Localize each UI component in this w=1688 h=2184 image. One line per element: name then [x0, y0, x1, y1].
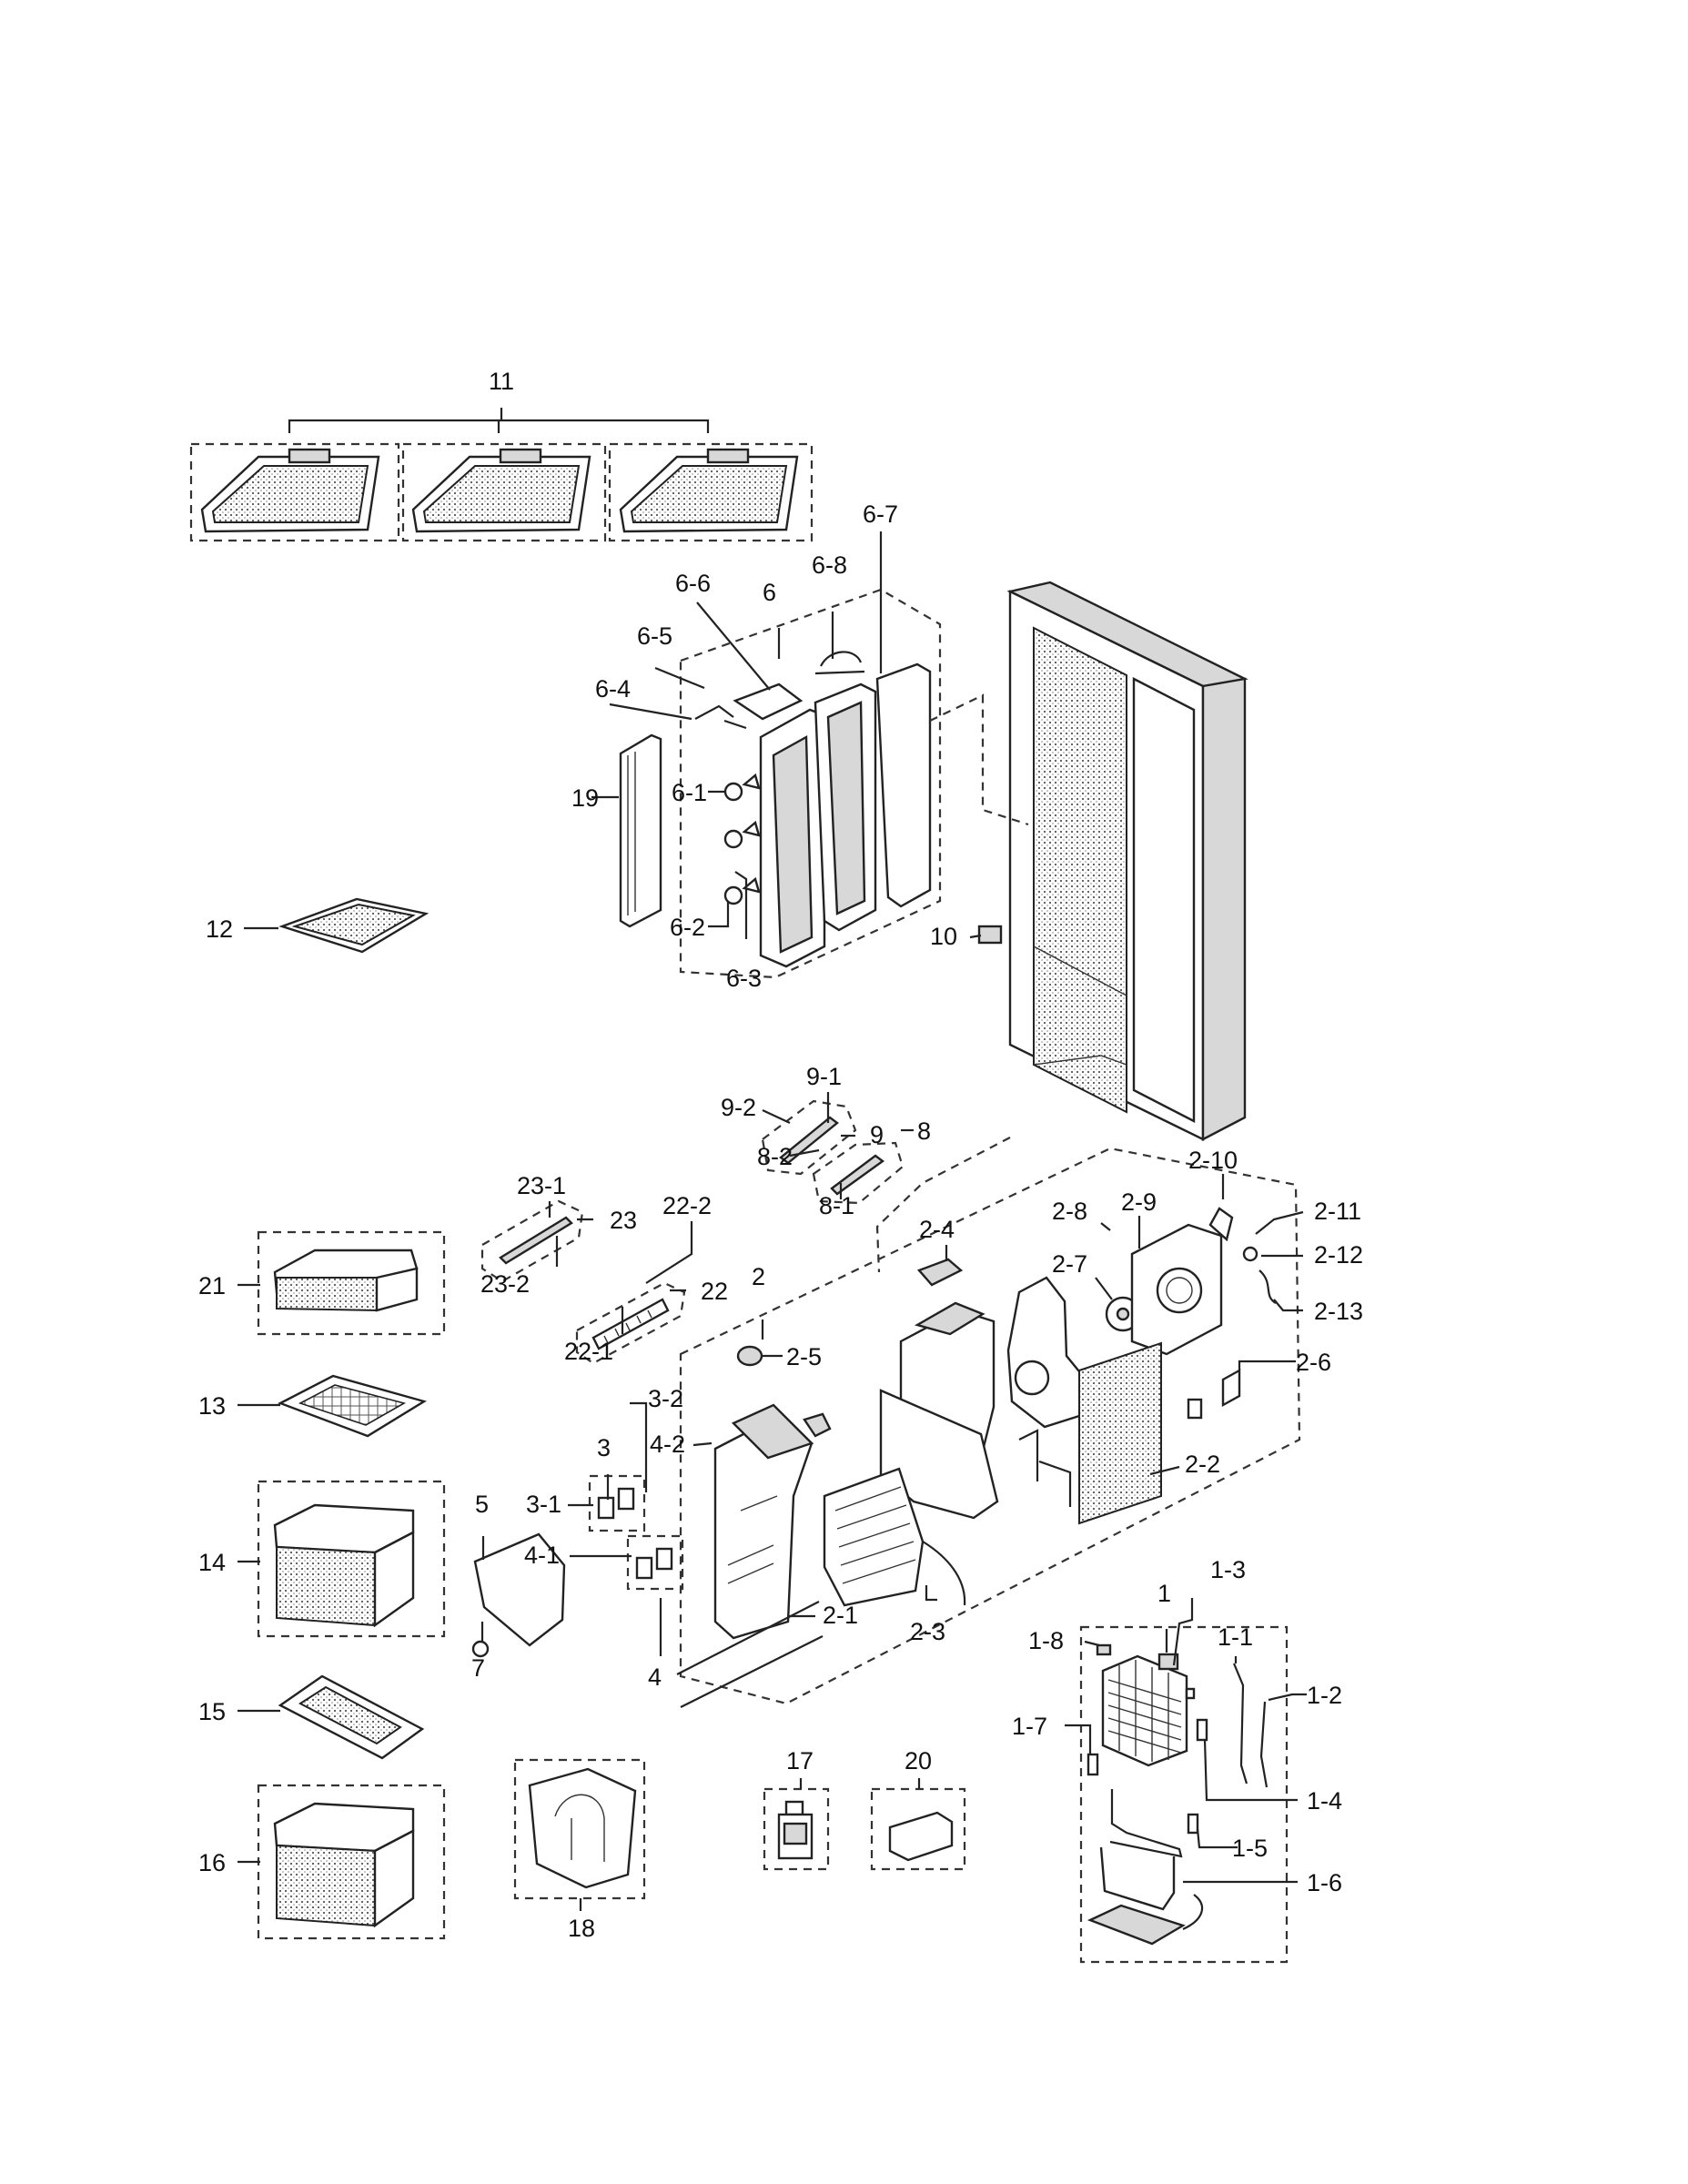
callout-8-2: 8-2 — [757, 1143, 793, 1170]
callout-3-2: 3-2 — [648, 1385, 683, 1412]
shelf-frame — [278, 897, 430, 954]
callout-1-4: 1-4 — [1307, 1787, 1342, 1815]
callout-15: 15 — [198, 1698, 226, 1725]
callout-1-2: 1-2 — [1307, 1682, 1342, 1709]
callout-5: 5 — [475, 1491, 489, 1518]
callout-2-12: 2-12 — [1314, 1241, 1363, 1269]
callout-labels: 11 6-7 6-8 6-6 6 6-5 6-4 19 6-1 12 6-2 6… — [198, 368, 1363, 1942]
callout-9: 9 — [870, 1121, 884, 1148]
dispenser-assembly — [471, 1137, 1301, 1705]
callout-6-8: 6-8 — [812, 551, 847, 579]
callout-8: 8 — [917, 1117, 931, 1145]
glass-shelf-illustration — [619, 448, 799, 533]
drawer-14 — [257, 1480, 446, 1638]
strip-8 — [812, 1141, 905, 1205]
duct-18 — [513, 1758, 646, 1900]
callout-6: 6 — [763, 579, 776, 606]
callout-2-3: 2-3 — [910, 1618, 945, 1645]
callout-2-10: 2-10 — [1188, 1147, 1238, 1174]
callout-22: 22 — [701, 1278, 728, 1305]
callout-12: 12 — [206, 915, 233, 943]
leader-lines — [238, 531, 1307, 1911]
callout-6-6: 6-6 — [675, 570, 711, 597]
callout-2-9: 2-9 — [1121, 1188, 1157, 1216]
callout-6-1: 6-1 — [672, 779, 707, 806]
callout-23-1: 23-1 — [517, 1172, 566, 1199]
callout-19: 19 — [571, 784, 599, 812]
glass-shelf-illustration — [200, 448, 380, 533]
callout-2-7: 2-7 — [1052, 1250, 1087, 1278]
callout-2-5: 2-5 — [786, 1343, 822, 1370]
callout-1-5: 1-5 — [1232, 1835, 1268, 1862]
refrigerator-cabinet — [929, 581, 1248, 1141]
callout-16: 16 — [198, 1849, 226, 1876]
callout-6-4: 6-4 — [595, 675, 631, 703]
callout-4-1: 4-1 — [524, 1542, 560, 1569]
tray-20 — [870, 1787, 966, 1871]
callout-11: 11 — [489, 368, 514, 395]
drawer-21 — [257, 1230, 446, 1336]
callout-2-13: 2-13 — [1314, 1298, 1363, 1325]
callout-22-2: 22-2 — [662, 1192, 712, 1219]
callout-10: 10 — [930, 923, 957, 950]
vent-grille-22 — [575, 1281, 686, 1365]
cover-15 — [278, 1674, 425, 1760]
light-duct-assembly — [679, 588, 942, 979]
callout-23: 23 — [610, 1207, 637, 1234]
callout-4-2: 4-2 — [650, 1431, 685, 1458]
glass-shelf-illustration — [411, 448, 591, 533]
drawer-16 — [257, 1784, 446, 1940]
callout-6-5: 6-5 — [637, 622, 672, 650]
callout-22-1: 22-1 — [564, 1338, 613, 1365]
callout-17: 17 — [786, 1747, 814, 1774]
callout-2: 2 — [752, 1263, 765, 1290]
callout-2-4: 2-4 — [919, 1216, 955, 1243]
callout-23-2: 23-2 — [480, 1270, 530, 1298]
trim-23 — [480, 1199, 584, 1283]
callout-20: 20 — [905, 1747, 932, 1774]
callout-2-11: 2-11 — [1314, 1198, 1361, 1225]
callout-8-1: 8-1 — [819, 1192, 854, 1219]
callout-21: 21 — [198, 1272, 226, 1299]
callout-13: 13 — [198, 1392, 226, 1420]
callout-2-2: 2-2 — [1185, 1451, 1220, 1478]
callout-9-2: 9-2 — [721, 1094, 756, 1121]
lamp-cover — [619, 733, 662, 928]
callout-2-8: 2-8 — [1052, 1198, 1087, 1225]
callout-7: 7 — [471, 1654, 485, 1682]
glass-shelves-group — [189, 408, 814, 542]
bottle-17 — [763, 1787, 830, 1871]
callout-3-1: 3-1 — [526, 1491, 561, 1518]
callout-9-1: 9-1 — [806, 1063, 842, 1090]
callout-1-7: 1-7 — [1012, 1713, 1047, 1740]
callout-6-7: 6-7 — [863, 500, 898, 528]
callout-2-1: 2-1 — [823, 1602, 858, 1629]
callout-1-8: 1-8 — [1028, 1627, 1064, 1654]
cover-13 — [278, 1374, 427, 1438]
callout-14: 14 — [198, 1549, 226, 1576]
callout-18: 18 — [568, 1915, 595, 1942]
callout-1-3: 1-3 — [1210, 1556, 1246, 1583]
evaporator-assembly — [1079, 1625, 1289, 1964]
callout-6-3: 6-3 — [726, 965, 762, 992]
callout-1-6: 1-6 — [1307, 1869, 1342, 1896]
callout-1: 1 — [1157, 1580, 1171, 1607]
callout-2-6: 2-6 — [1296, 1349, 1331, 1376]
callout-1-1: 1-1 — [1218, 1623, 1253, 1651]
callout-3: 3 — [597, 1434, 611, 1461]
callout-4: 4 — [648, 1663, 662, 1691]
callout-6-2: 6-2 — [670, 914, 705, 941]
strip-9 — [761, 1099, 857, 1176]
